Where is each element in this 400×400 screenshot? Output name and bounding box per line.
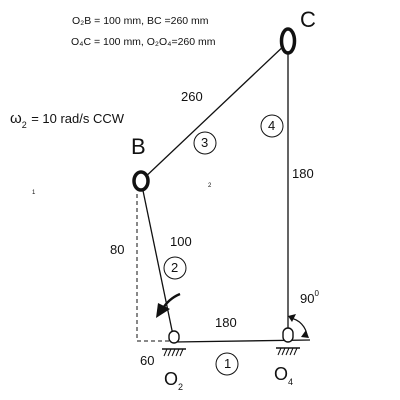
dimension-vertical-offset: 80 bbox=[110, 242, 125, 257]
joint-c bbox=[279, 27, 297, 55]
link-1-circle bbox=[215, 352, 239, 376]
omega-statement: ω2 = 10 rad/s CCW bbox=[10, 110, 125, 130]
angle-90-indicator bbox=[288, 314, 309, 338]
dimension-angle: 900 bbox=[300, 289, 319, 307]
dimension-ground: 180 bbox=[215, 315, 237, 330]
angle-unit: 0 bbox=[314, 289, 319, 298]
omega-value: = 10 rad/s CCW bbox=[31, 111, 125, 126]
link-2-crank bbox=[140, 180, 175, 341]
link-3-circle bbox=[193, 131, 217, 155]
spec-line-1: O₂B = 100 mm, BC =260 mm bbox=[72, 15, 209, 27]
spec-line-2: O₄C = 100 mm, O₂O₄=260 mm bbox=[71, 36, 216, 48]
ground-pivot-o2 bbox=[162, 330, 186, 357]
joint-label-b: B bbox=[131, 134, 146, 159]
pivot-o4-subscript: 4 bbox=[288, 377, 294, 387]
joint-b bbox=[132, 170, 150, 192]
stray-mark-center: 2 bbox=[208, 183, 212, 189]
link-4-circle bbox=[260, 114, 284, 138]
link-3-coupler bbox=[140, 41, 289, 182]
angle-value: 90 bbox=[300, 291, 315, 306]
link-number-2: 2 bbox=[171, 260, 179, 275]
dimension-bc: 260 bbox=[181, 89, 203, 104]
dimension-o2b: 100 bbox=[170, 234, 192, 249]
pivot-label-o4: O4 bbox=[274, 364, 294, 387]
link-number-4: 4 bbox=[268, 118, 276, 133]
pivot-o2-letter: O bbox=[164, 369, 179, 389]
stray-mark-left: 1 bbox=[32, 190, 36, 196]
pivot-label-o2: O2 bbox=[164, 369, 184, 392]
pivot-o2-subscript: 2 bbox=[178, 382, 184, 392]
link-number-3: 3 bbox=[201, 135, 209, 150]
joint-label-c: C bbox=[300, 7, 316, 32]
dimension-horizontal-offset: 60 bbox=[140, 353, 155, 368]
link-number-1: 1 bbox=[224, 356, 232, 371]
omega-subscript: 2 bbox=[21, 120, 27, 130]
pivot-o4-letter: O bbox=[274, 364, 289, 384]
link-2-circle bbox=[163, 256, 187, 280]
omega-direction-arrow bbox=[156, 292, 181, 318]
omega-symbol: ω bbox=[10, 110, 22, 127]
ground-pivot-o4 bbox=[276, 327, 300, 356]
dimension-o4c: 180 bbox=[292, 166, 314, 181]
